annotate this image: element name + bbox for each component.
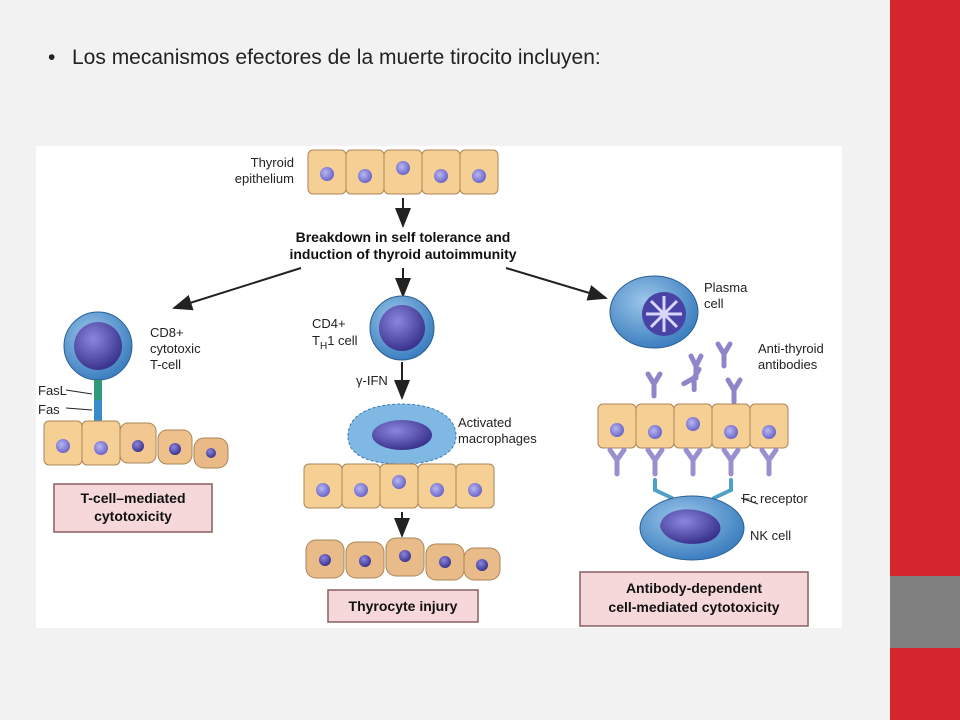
label-ifn: γ-IFN: [356, 373, 388, 388]
diagram-svg: Thyroid epithelium Breakdown in self tol…: [38, 149, 824, 627]
left-epithelium: [43, 420, 229, 469]
cd8-t-cell: [63, 311, 133, 381]
plasma-cell: [609, 275, 699, 349]
breakdown-line-2: induction of thyroid autoimmunity: [289, 246, 516, 262]
sidebar-red-bottom: [890, 648, 960, 720]
label-activated: Activated: [458, 415, 511, 430]
cd4-th1-cell: [369, 295, 435, 361]
label-anti-thyroid: Anti-thyroid: [758, 341, 824, 356]
bullet-text: Los mecanismos efectores de la muerte ti…: [72, 46, 601, 69]
box-adcc-line-2: cell-mediated cytotoxicity: [608, 599, 779, 615]
box-adcc: [579, 571, 809, 627]
arrow-to-plasma: [505, 267, 608, 301]
arrow-to-cd8: [172, 267, 302, 311]
fasl-stalk: [94, 380, 102, 400]
injured-epithelium: [305, 537, 501, 581]
fc-receptors: [653, 478, 733, 500]
box-tcell-line-1: T-cell–mediated: [80, 490, 185, 506]
label-cd8-2: cytotoxic: [150, 341, 201, 356]
activated-macrophage: [347, 403, 457, 465]
nk-cell: [639, 495, 745, 561]
thyroid-autoimmunity-figure: Thyroid epithelium Breakdown in self tol…: [36, 146, 842, 628]
label-cd4: CD4+: [312, 316, 346, 331]
box-adcc-line-1: Antibody-dependent: [626, 580, 762, 596]
bound-antibodies: [607, 447, 779, 477]
label-thyroid: Thyroid: [251, 155, 294, 170]
label-plasma: Plasma: [704, 280, 748, 295]
label-plasma-cell: cell: [704, 296, 724, 311]
anti-thyroid-antibodies: [645, 341, 743, 405]
sidebar-red-top: [890, 0, 960, 576]
label-antibodies: antibodies: [758, 357, 818, 372]
label-nk-cell: NK cell: [750, 528, 791, 543]
label-macrophages: macrophages: [458, 431, 537, 446]
bullet-item: • Los mecanismos efectores de la muerte t…: [48, 46, 601, 70]
label-epithelium: epithelium: [235, 171, 294, 186]
label-fasl: FasL: [38, 383, 67, 398]
bullet-dot: •: [48, 46, 56, 69]
label-fc-receptor: Fc receptor: [742, 491, 808, 506]
sidebar-gray: [890, 576, 960, 648]
fasl-pointer: [65, 389, 93, 395]
box-tcell-line-2: cytotoxicity: [94, 508, 172, 524]
label-cd8-3: T-cell: [150, 357, 181, 372]
label-cd8-1: CD8+: [150, 325, 184, 340]
fas-pointer: [65, 407, 93, 411]
thyroid-epithelium-top: [307, 149, 499, 195]
breakdown-line-1: Breakdown in self tolerance and: [296, 229, 511, 245]
label-fas: Fas: [38, 402, 60, 417]
box-thyrocyte-injury: [327, 589, 479, 623]
label-th1: TH1 cell: [312, 333, 358, 352]
right-epithelium: [597, 403, 789, 449]
box-injury-text: Thyrocyte injury: [349, 598, 458, 614]
middle-epithelium: [303, 463, 495, 509]
box-tcell-mediated: [53, 483, 213, 533]
fas-stalk: [94, 400, 102, 422]
fc-pointer: [740, 497, 759, 505]
